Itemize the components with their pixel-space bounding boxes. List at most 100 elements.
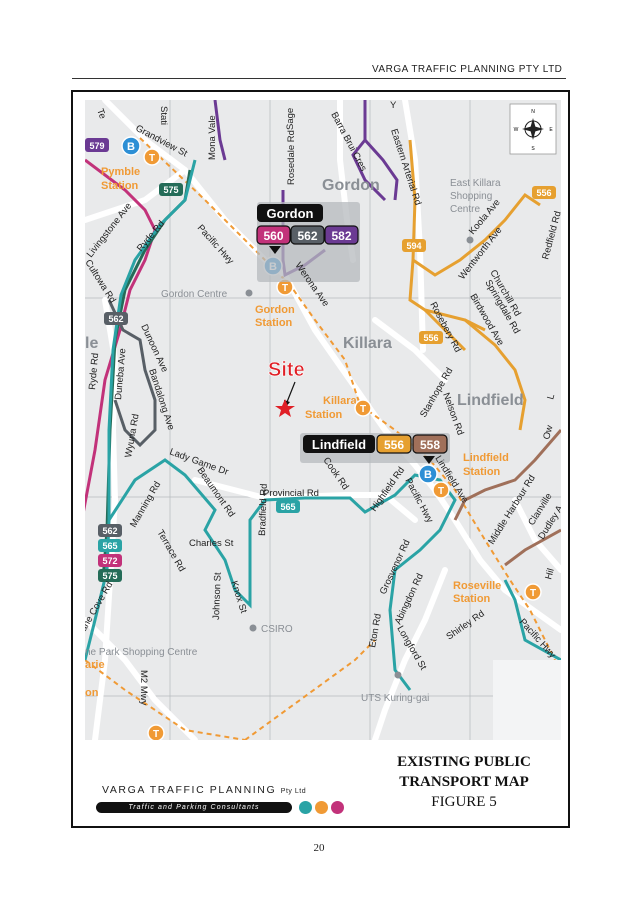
map-label: Eton Rd [367, 613, 384, 649]
header-rule [72, 78, 566, 79]
map-label: 562 [108, 314, 123, 324]
place-east-killara-1: East Killara [450, 178, 501, 189]
map-label: Shirley Rd [444, 608, 486, 642]
suburb-killara: Killara [343, 335, 392, 352]
suburb-le: le [85, 335, 98, 352]
map-label: Terrace Rd [154, 528, 187, 574]
lindfield-interchange-title: Lindfield [312, 437, 366, 452]
place-east-killara-3: Centre [450, 204, 480, 215]
map-label: Wyuna Rd [123, 413, 142, 459]
map-label: B [127, 141, 135, 153]
map-label: T [149, 153, 155, 164]
map-label: Provincial Rd [263, 488, 319, 499]
page-number: 20 [313, 842, 325, 854]
station-lindfield-1: Lindfield [463, 452, 509, 464]
map-label: Grosvenor Rd [378, 538, 413, 596]
route-582-line [351, 100, 399, 202]
map-label: 575 [102, 571, 117, 581]
bus-marker-lindfield: B [418, 464, 438, 484]
station-gordon-2: Station [255, 317, 293, 329]
map-label: B [424, 469, 432, 481]
map-label: Rosebery Rd [427, 300, 463, 354]
map-label: 556 [384, 438, 404, 452]
map-label: Knox St [228, 580, 249, 615]
logo-name: VARGA TRAFFIC PLANNING Pty Ltd [102, 784, 307, 796]
map-label: Rosedale Rd [286, 130, 297, 185]
station-gordon-1: Gordon [255, 304, 295, 316]
map-label: Charles St [189, 538, 234, 549]
map-label: 558 [420, 438, 440, 452]
train-marker-lindfield: T [432, 481, 450, 499]
compass-e: E [549, 127, 553, 133]
map-label: 562 [102, 526, 117, 536]
map-label: 560 [263, 229, 283, 243]
route-594-line [408, 139, 527, 431]
map-label: Redfield Rd [540, 210, 561, 261]
map-label: T [360, 404, 366, 415]
figure-title-line3: FIGURE 5 [431, 794, 497, 810]
place-uts: UTS Kuring-gai [361, 693, 429, 704]
place-park-shopping: ne Park Shopping Centre [85, 647, 198, 658]
station-roseville-1: Roseville [453, 580, 501, 592]
place-east-killara-2: Shopping [450, 191, 492, 202]
figure-title: EXISTING PUBLIC TRANSPORT MAP FIGURE 5 [376, 752, 552, 812]
logo-dot-teal [299, 801, 312, 814]
route-562-line [107, 299, 157, 448]
compass-n: N [531, 109, 535, 115]
lindfield-interchange: Lindfield 556 558 [300, 433, 450, 464]
map-label: 565 [280, 502, 295, 512]
map-label: Longford St [394, 624, 428, 672]
map-label: 572 [102, 556, 117, 566]
map-label: Pacific Hwy [195, 223, 236, 267]
route-badges: 579 575 594 556 556 562 565 562 565 572 … [85, 138, 556, 582]
map-label: 579 [89, 141, 104, 151]
compass: N S E W [509, 103, 557, 155]
map-label: T [530, 588, 536, 599]
map-building [493, 660, 561, 740]
map-label: Duneba Ave [113, 348, 128, 400]
place-csiro: CSIRO [261, 624, 293, 635]
train-marker-bottom: T [147, 724, 165, 740]
gordon-interchange: Gordon 560 562 582 [256, 202, 360, 282]
site-marker: Site [268, 359, 305, 417]
transport-map[interactable]: N S E W Gordon Killara Lindfield le Gord… [85, 100, 561, 740]
route-572-line [85, 158, 157, 512]
logo-tagline: Traffic and Parking Consultants [96, 802, 292, 813]
station-killara-2: Station [305, 409, 343, 421]
train-marker-roseville: T [524, 583, 542, 601]
map-label: Bandalong Ave [146, 368, 176, 432]
logo-dot-orange [315, 801, 328, 814]
map-label: Johnson St [211, 572, 224, 620]
station-pymble-1: Pymble [101, 166, 140, 178]
logo-dot-magenta [331, 801, 344, 814]
route-565-line [85, 159, 197, 661]
suburb-gordon: Gordon [322, 177, 380, 194]
station-pymble-2: Station [101, 180, 139, 192]
map-label: 594 [406, 241, 421, 251]
station-roseville-2: Station [453, 593, 491, 605]
map-label: Hil [543, 567, 556, 581]
route-565-loop [503, 579, 561, 662]
map-label: Te [94, 107, 108, 120]
place-arie: arie [85, 659, 105, 671]
route-560-line [213, 100, 227, 161]
map-label: Ow [541, 424, 555, 441]
route-565-east [107, 458, 457, 691]
map-label: Ryde Rd [87, 352, 101, 390]
map-label: Bradfield Rd [257, 483, 270, 536]
train-marker-killara: T [354, 399, 372, 417]
map-label: 575 [163, 185, 178, 195]
figure-title-line1: EXISTING PUBLIC [397, 754, 531, 770]
map-label: T [282, 283, 288, 294]
map-label: Y [390, 100, 397, 111]
map-label: 565 [102, 541, 117, 551]
map-label: 562 [297, 229, 317, 243]
gordon-interchange-title: Gordon [267, 206, 314, 221]
route-558-line [453, 429, 561, 567]
map-label: Abingdon Rd [393, 572, 426, 626]
map-label: Sage [285, 108, 296, 130]
place-on: on [85, 687, 99, 699]
rail-line [85, 137, 556, 740]
header-company: VARGA TRAFFIC PLANNING PTY LTD [372, 64, 563, 75]
bus-marker-pymble: B [121, 136, 141, 156]
